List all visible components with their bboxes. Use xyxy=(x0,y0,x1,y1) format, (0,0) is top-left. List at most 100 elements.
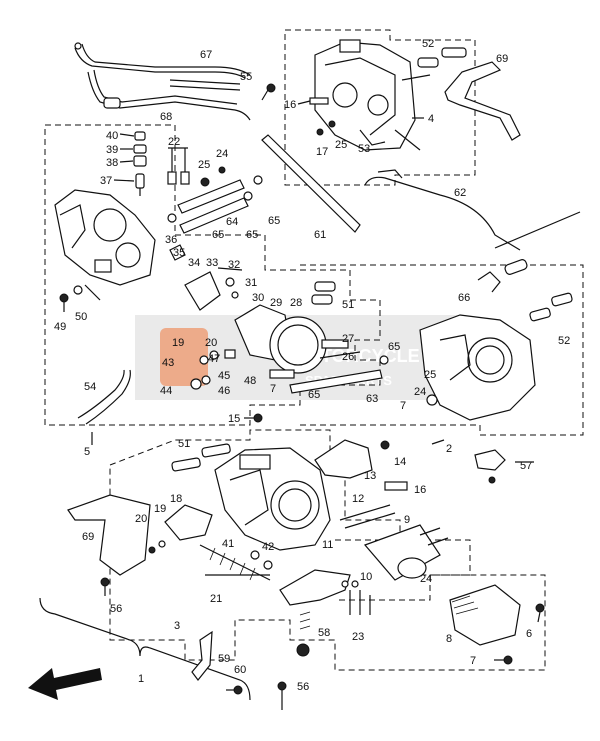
label-53: 53 xyxy=(358,143,370,155)
label-65-e: 65 xyxy=(308,389,320,401)
label-25-top: 25 xyxy=(335,139,347,151)
part-24-mark xyxy=(218,166,226,174)
label-16-lower: 16 xyxy=(414,484,426,496)
label-44: 44 xyxy=(160,385,172,397)
part-labels: 67 68 55 16 17 25 53 4 52 69 40 39 38 37… xyxy=(54,38,570,693)
carburetor-main-lower xyxy=(214,447,331,551)
label-13: 13 xyxy=(364,470,376,482)
parts-13-14-16 xyxy=(314,439,408,491)
label-61: 61 xyxy=(314,229,326,241)
clip-66 xyxy=(477,271,501,293)
label-55: 55 xyxy=(240,71,252,83)
hose-67 xyxy=(74,42,251,91)
label-26: 26 xyxy=(342,351,354,363)
label-51-lower: 51 xyxy=(178,438,190,450)
hose-54 xyxy=(77,369,131,425)
screw-58 xyxy=(296,611,311,657)
label-3: 3 xyxy=(174,620,180,632)
parts-18-20 xyxy=(148,504,213,554)
label-36: 36 xyxy=(165,234,177,246)
label-8: 8 xyxy=(446,633,452,645)
label-12: 12 xyxy=(352,493,364,505)
label-34: 34 xyxy=(188,257,200,269)
label-37: 37 xyxy=(100,175,112,187)
screws-23 xyxy=(341,580,371,615)
label-25-mid: 25 xyxy=(198,159,210,171)
label-38: 38 xyxy=(106,157,118,169)
small-parts-43-48 xyxy=(190,349,295,390)
parts-26-27 xyxy=(319,339,361,359)
label-63: 63 xyxy=(366,393,378,405)
label-19-lower: 19 xyxy=(154,503,166,515)
tubes-51-mid xyxy=(311,281,336,305)
rod-63 xyxy=(289,355,389,394)
label-43: 43 xyxy=(162,357,174,369)
part-25-mark xyxy=(200,177,210,187)
label-24-top: 24 xyxy=(216,148,228,160)
label-54: 54 xyxy=(84,381,96,393)
small-parts-37-40 xyxy=(133,131,147,196)
label-42: 42 xyxy=(262,541,274,553)
hose-68 xyxy=(87,69,251,121)
bracket-69-lower xyxy=(67,494,151,576)
leader-lines xyxy=(91,100,534,463)
diaphragm-9-12 xyxy=(339,504,396,529)
label-14: 14 xyxy=(394,456,406,468)
label-7-mid: 7 xyxy=(270,383,276,395)
bolt-56-left xyxy=(100,577,110,596)
label-7-right: 7 xyxy=(400,400,406,412)
cover-8 xyxy=(449,584,545,646)
label-52-right: 52 xyxy=(558,335,570,347)
label-56-left: 56 xyxy=(110,603,122,615)
label-1: 1 xyxy=(138,673,144,685)
bracket-69-top xyxy=(444,61,521,141)
linkage-31-36 xyxy=(169,244,243,311)
cable-62 xyxy=(364,169,581,275)
label-69-lower: 69 xyxy=(82,531,94,543)
bolt-60 xyxy=(226,685,243,695)
label-57: 57 xyxy=(520,460,532,472)
label-60: 60 xyxy=(234,664,246,676)
assembly-bracket xyxy=(28,597,251,701)
label-49: 49 xyxy=(54,321,66,333)
tubes-52-right xyxy=(529,292,573,322)
label-22: 22 xyxy=(168,136,180,148)
label-27: 27 xyxy=(342,333,354,345)
label-56-bottom: 56 xyxy=(297,681,309,693)
label-48: 48 xyxy=(244,375,256,387)
direction-arrow-icon xyxy=(28,668,102,700)
rods-64-65 xyxy=(167,175,263,234)
piston-10 xyxy=(363,524,449,581)
label-58: 58 xyxy=(318,627,330,639)
label-45: 45 xyxy=(218,370,230,382)
carburetor-assembly-top xyxy=(309,39,431,151)
label-65-c: 65 xyxy=(246,229,258,241)
float-assembly-28 xyxy=(234,304,327,374)
springs-22 xyxy=(167,147,190,185)
label-23: 23 xyxy=(352,631,364,643)
label-16-top: 16 xyxy=(284,99,296,111)
rod-61 xyxy=(261,134,361,233)
bolt-56-bottom xyxy=(277,681,287,710)
label-50: 50 xyxy=(75,311,87,323)
label-7-lower: 7 xyxy=(470,655,476,667)
label-4: 4 xyxy=(428,113,434,125)
label-39: 39 xyxy=(106,144,118,156)
tubes-51-lower xyxy=(171,443,231,472)
bolts-49-50 xyxy=(59,285,83,312)
label-67: 67 xyxy=(200,49,212,61)
label-5: 5 xyxy=(84,446,90,458)
label-47: 47 xyxy=(208,353,220,365)
label-41: 41 xyxy=(222,538,234,550)
label-31: 31 xyxy=(245,277,257,289)
bolt-55 xyxy=(261,83,276,101)
label-28: 28 xyxy=(290,297,302,309)
assembly-boundaries xyxy=(44,29,584,671)
label-66: 66 xyxy=(458,292,470,304)
label-30: 30 xyxy=(252,292,264,304)
bolt-7-lower xyxy=(494,655,513,665)
lever-59 xyxy=(191,630,213,681)
label-62: 62 xyxy=(454,187,466,199)
label-11: 11 xyxy=(322,539,333,551)
